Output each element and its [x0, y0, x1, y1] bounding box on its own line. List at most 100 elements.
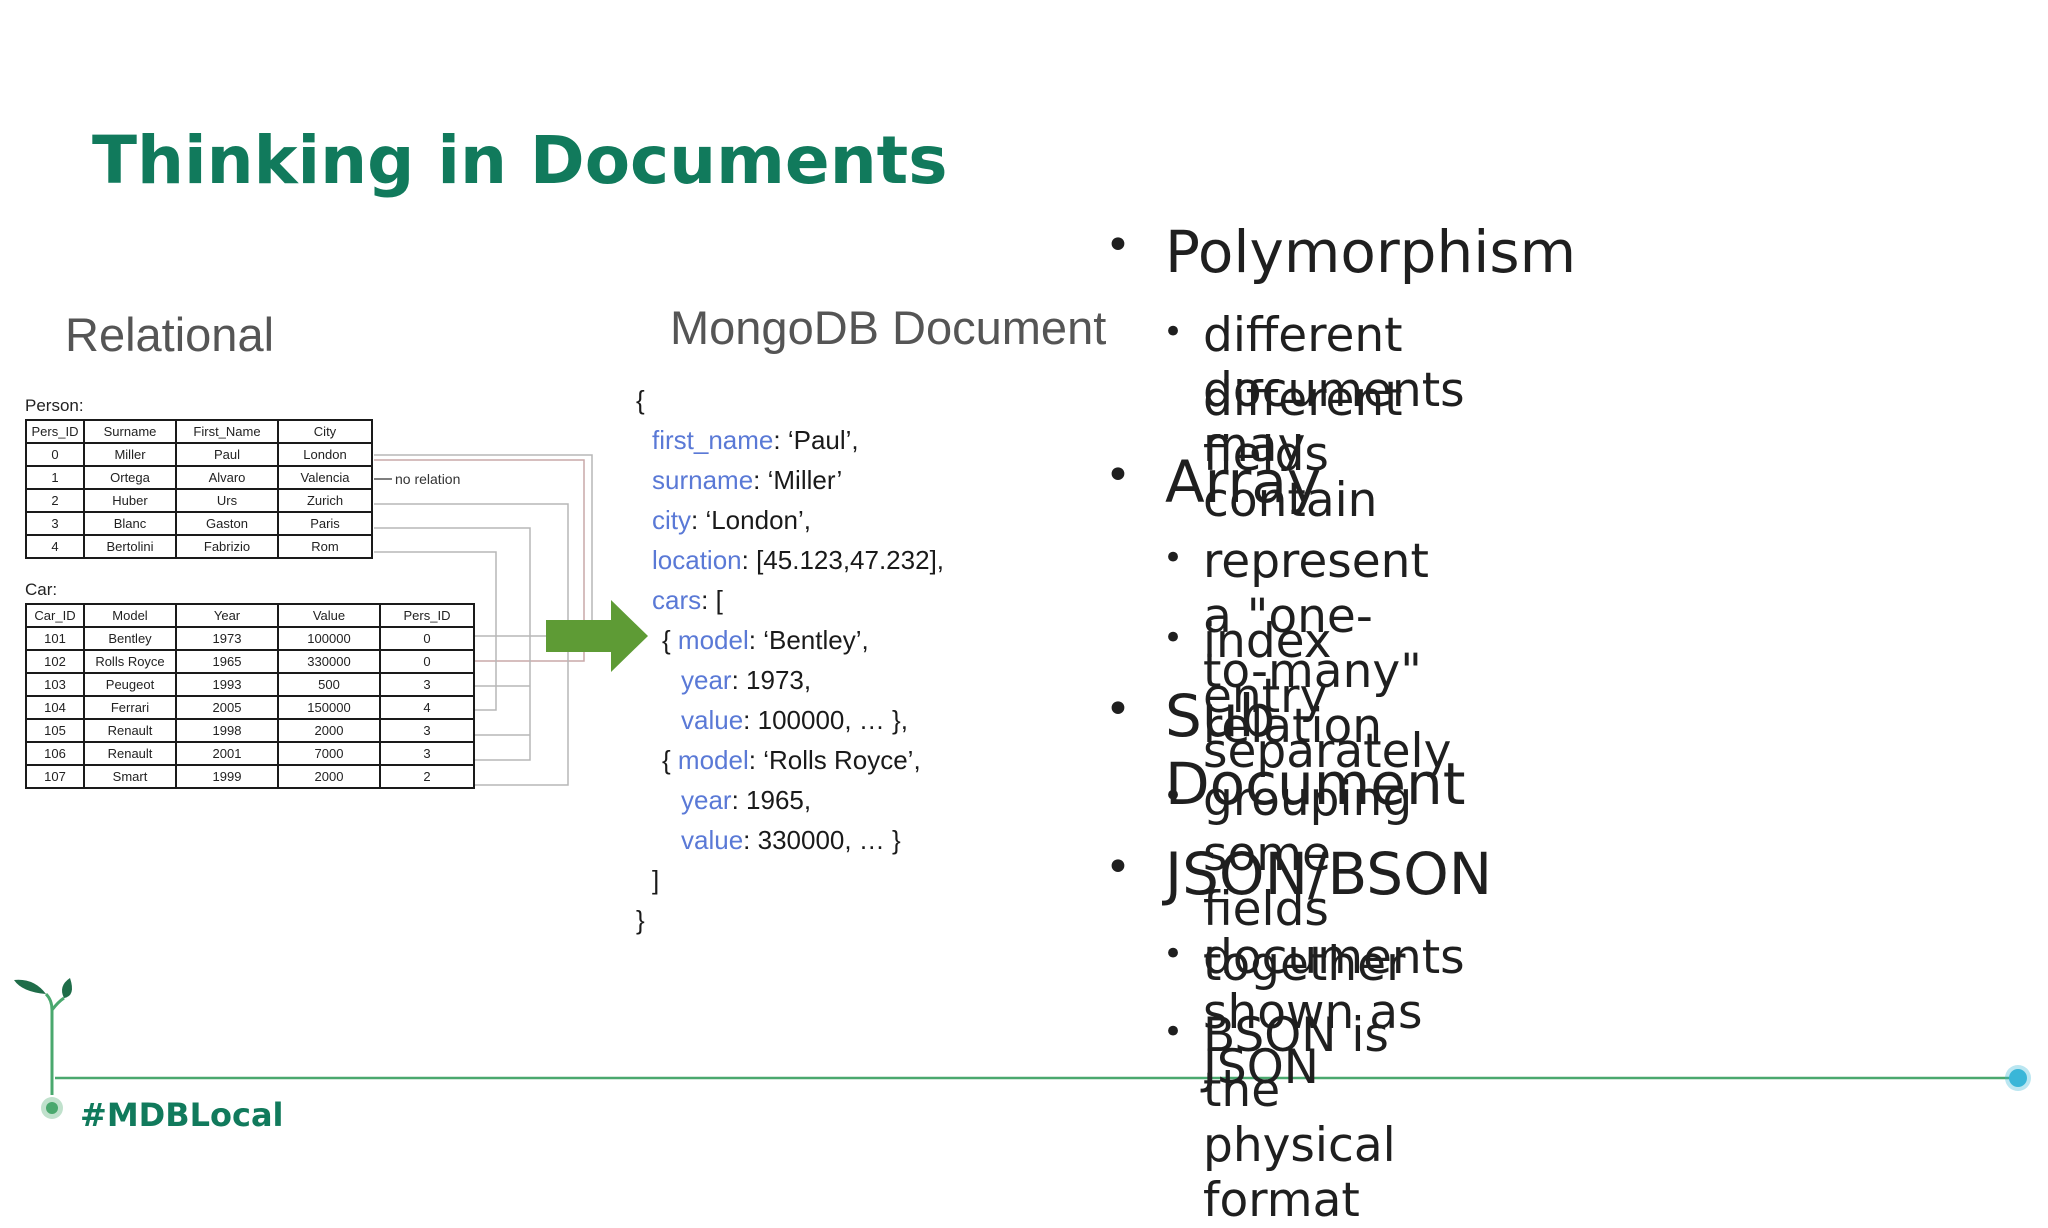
relation-line [374, 454, 593, 637]
table-cell: 0 [379, 626, 475, 651]
bullet-marker: • [1105, 842, 1131, 893]
document-line: { model: ‘Bentley’, [636, 620, 944, 660]
table-cell: Bentley [83, 626, 177, 651]
sprout-icon [14, 978, 72, 1119]
table-cell: Ortega [83, 465, 177, 490]
document-value: : ‘London’, [691, 505, 811, 535]
table-cell: 107 [25, 764, 85, 789]
document-value: { [636, 385, 645, 415]
table-cell: 1965 [175, 649, 279, 674]
document-value: } [636, 905, 645, 935]
table-cell: London [277, 442, 373, 467]
table-cell: Blanc [83, 511, 177, 536]
document-value: : 1965, [731, 785, 812, 815]
table-header-row: Pers_ID Surname First_Name City [25, 419, 373, 444]
column-header: Pers_ID [25, 419, 85, 444]
document-value: : [ [701, 585, 723, 615]
bullet-subitem: different documents may contain [1203, 308, 1465, 528]
table-cell: 2000 [277, 764, 381, 789]
bullet-subitem: documents shown as JSON [1203, 930, 1465, 1095]
column-header: Pers_ID [379, 603, 475, 628]
table-cell: 4 [25, 534, 85, 559]
document-key: first_name [652, 425, 774, 455]
column-header: Surname [83, 419, 177, 444]
relation-line [374, 527, 531, 761]
document-key: city [652, 505, 691, 535]
bullet-marker: • [1105, 684, 1131, 735]
bullet-subitem: represent a "one-to-many" relation [1203, 534, 1429, 754]
table-cell: 150000 [277, 695, 381, 720]
table-cell: 2001 [175, 741, 279, 766]
column-header: Year [175, 603, 279, 628]
column-header: Model [83, 603, 177, 628]
table-header-row: Car_ID Model Year Value Pers_ID [25, 603, 475, 628]
table-cell: Rom [277, 534, 373, 559]
table-cell: Miller [83, 442, 177, 467]
table-cell: Bertolini [83, 534, 177, 559]
document-line: } [636, 900, 944, 940]
table-cell: Smart [83, 764, 177, 789]
table-cell: 3 [379, 718, 475, 743]
table-cell: 1998 [175, 718, 279, 743]
document-line: first_name: ‘Paul’, [636, 420, 944, 460]
table-cell: 3 [379, 741, 475, 766]
document-value: : ‘Rolls Royce’, [748, 745, 921, 775]
table-cell: 0 [379, 649, 475, 674]
document-line: location: [45.123,47.232], [636, 540, 944, 580]
table-cell: Huber [83, 488, 177, 513]
table-cell: 103 [25, 672, 85, 697]
table-cell: 101 [25, 626, 85, 651]
table-cell: Paris [277, 511, 373, 536]
arrow-right-icon [546, 600, 648, 672]
car-table-label: Car: [25, 580, 58, 599]
bullet-marker: • [1163, 1012, 1184, 1052]
document-value: : [45.123,47.232], [741, 545, 945, 575]
document-key: location [652, 545, 742, 575]
table-cell: 105 [25, 718, 85, 743]
table-cell: 4 [379, 695, 475, 720]
column-header: Car_ID [25, 603, 85, 628]
table-cell: 7000 [277, 741, 381, 766]
table-cell: 104 [25, 695, 85, 720]
table-cell: Ferrari [83, 695, 177, 720]
brace: { [662, 625, 678, 655]
bullet-heading: Sub Document [1165, 682, 1466, 818]
table-cell: Zurich [277, 488, 373, 513]
document-key: cars [652, 585, 702, 615]
relation-lines [14, 454, 2031, 1119]
table-cell: 330000 [277, 649, 381, 674]
table-cell: Fabrizio [175, 534, 279, 559]
table-cell: 2 [25, 488, 85, 513]
document-value: ] [652, 865, 660, 895]
table-cell: 1 [25, 465, 85, 490]
column-header: Value [277, 603, 381, 628]
table-cell: 1999 [175, 764, 279, 789]
document-value: : 100000, … }, [743, 705, 908, 735]
document-key: value [681, 705, 744, 735]
mongodb-document: {first_name: ‘Paul’,surname: ‘Miller’cit… [636, 380, 944, 940]
document-key: year [681, 665, 732, 695]
document-key: surname [652, 465, 754, 495]
table-cell: Rolls Royce [83, 649, 177, 674]
bullet-marker: • [1163, 312, 1184, 352]
document-value: : 330000, … } [743, 825, 901, 855]
bullet-subitem: grouping some fields together [1203, 772, 1413, 992]
table-cell: 100000 [277, 626, 381, 651]
table-cell: 2005 [175, 695, 279, 720]
document-value: : ‘Bentley’, [748, 625, 869, 655]
table-cell: 1973 [175, 626, 279, 651]
document-value: : ‘Paul’, [773, 425, 859, 455]
document-line: cars: [ [636, 580, 944, 620]
bullet-marker: • [1105, 220, 1131, 271]
bullet-heading: Array [1165, 448, 1322, 516]
